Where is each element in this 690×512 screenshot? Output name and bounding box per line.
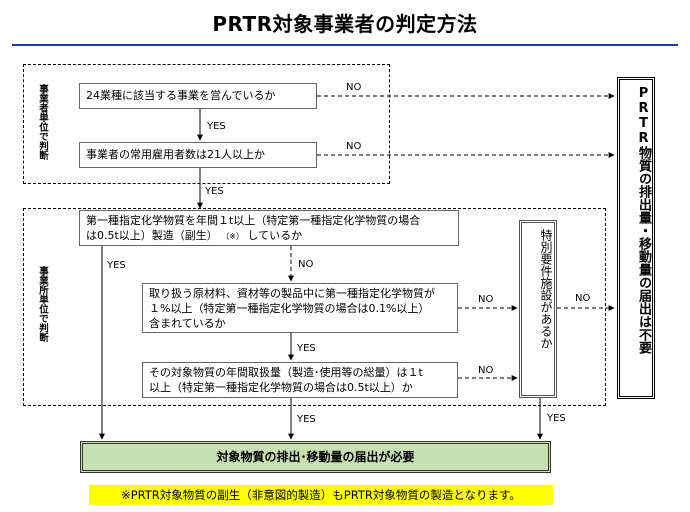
- result-not-required: PRTR物質の排出量・移動量の届出は不要: [617, 77, 655, 399]
- label-q2-yes: YES: [205, 186, 224, 197]
- question-special-facility: 特別要件施設があるか: [519, 220, 557, 398]
- question-24-industries-text: 24業種に該当する事業を営んでいるか: [86, 89, 276, 102]
- question-handling-line1: その対象物質の年間取扱量（製造･使用等の総量）は１t: [149, 366, 423, 379]
- question-product-line3: 含まれているか: [149, 317, 226, 330]
- question-employee-count-text: 事業者の常用雇用者数は21人以上か: [86, 148, 265, 161]
- label-q1-no: NO: [346, 82, 362, 93]
- title-underline: [12, 44, 678, 46]
- label-q5-no: NO: [478, 365, 494, 376]
- question-manufacture-line2-end: しているか: [247, 229, 303, 242]
- question-handling-line2: 以上（特定第一種指定化学物質の場合は0.5t以上）か: [149, 381, 413, 394]
- question-manufacture-line2: は0.5t以上）製造（副生）: [86, 229, 218, 242]
- question-employee-count: 事業者の常用雇用者数は21人以上か: [79, 142, 317, 168]
- business-unit-group: [23, 64, 390, 184]
- label-q4-no: NO: [478, 294, 494, 305]
- label-q3-no: NO: [298, 259, 314, 270]
- label-q6-no: NO: [575, 293, 591, 304]
- label-q5-yes: YES: [297, 414, 316, 425]
- section-site-label: 事業所単位で判断: [37, 266, 48, 342]
- label-q2-no: NO: [346, 141, 362, 152]
- question-manufacture-line1: 第一種指定化学物質を年間１t以上（特定第一種指定化学物質の場合: [86, 214, 421, 227]
- question-24-industries: 24業種に該当する事業を営んでいるか: [79, 83, 317, 109]
- question-manufacture-amount: 第一種指定化学物質を年間１t以上（特定第一種指定化学物質の場合 は0.5t以上）…: [79, 210, 459, 246]
- label-q1-yes: YES: [207, 121, 226, 132]
- section-business-label: 事業者単位で判断: [37, 84, 48, 160]
- label-q3-yes: YES: [107, 260, 126, 271]
- question-product-line1: 取り扱う原材料、資材等の製品中に第一種指定化学物質が: [149, 287, 435, 300]
- question-special-facility-text: 特別要件施設があるか: [539, 229, 553, 349]
- site-unit-group: [23, 208, 606, 406]
- page-title: PRTR対象事業者の判定方法: [212, 12, 478, 36]
- question-product-line2: １%以上（特定第一種指定化学物質の場合は0.1%以上）: [149, 302, 430, 315]
- label-q4-yes: YES: [297, 343, 316, 354]
- footnote: ※PRTR対象物質の副生（非意図的製造）もPRTR対象物質の製造となります。: [89, 485, 553, 505]
- result-not-required-text: PRTR物質の排出量・移動量の届出は不要: [636, 86, 651, 354]
- question-annual-handling: その対象物質の年間取扱量（製造･使用等の総量）は１t 以上（特定第一種指定化学物…: [142, 362, 458, 398]
- label-q6-yes: YES: [547, 413, 566, 424]
- note-mark: （※）: [221, 232, 245, 241]
- result-required: 対象物質の排出･移動量の届出が必要: [80, 441, 551, 473]
- question-product-content: 取り扱う原材料、資材等の製品中に第一種指定化学物質が １%以上（特定第一種指定化…: [142, 283, 458, 333]
